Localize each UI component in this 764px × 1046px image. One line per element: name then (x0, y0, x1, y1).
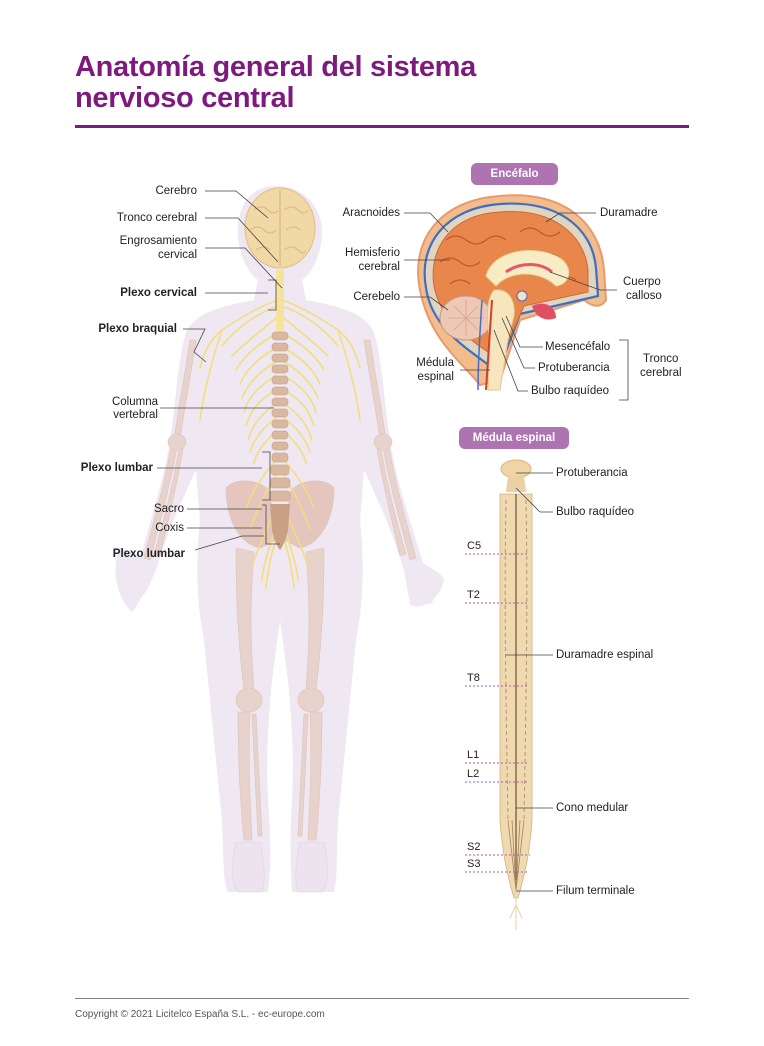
label-sp-filum: Filum terminale (556, 885, 635, 897)
label-cerebro: Cerebro (155, 185, 197, 197)
label-hemisferio: Hemisferio (345, 247, 400, 259)
footer-divider (75, 998, 689, 999)
label-plexo-cervical: Plexo cervical (120, 287, 197, 299)
level-l2: L2 (467, 768, 480, 780)
level-c5: C5 (467, 540, 482, 552)
vertebral-column (269, 270, 291, 550)
label-hemisferio-cerebral: cerebral (358, 261, 400, 273)
label-bulbo-raquideo: Bulbo raquídeo (531, 385, 610, 397)
label-medula-espinal: espinal (417, 371, 454, 383)
level-t2: T2 (467, 589, 480, 601)
label-sp-bulbo: Bulbo raquídeo (556, 506, 635, 518)
label-plexo-lumbar-1: Plexo lumbar (80, 462, 153, 474)
label-engrosamiento: Engrosamiento (119, 235, 197, 247)
label-duramadre: Duramadre (600, 207, 658, 219)
title-line-2: nervioso central (75, 82, 295, 114)
spinal-cord (499, 459, 533, 930)
label-plexo-braquial: Plexo braquial (98, 323, 177, 335)
body-leader-lines (157, 190, 283, 551)
level-s2: S2 (467, 841, 481, 853)
label-sp-cono: Cono medular (556, 802, 629, 814)
title-line-1: Anatomía general del sistema (75, 51, 476, 83)
label-sp-protuberancia: Protuberancia (556, 467, 628, 479)
label-sp-duramadre: Duramadre espinal (556, 649, 654, 661)
copyright-text: Copyright © 2021 Licitelco España S.L. -… (75, 1009, 325, 1020)
label-plexo-lumbar-2: Plexo lumbar (112, 548, 185, 560)
label-cuerpo: Cuerpo (623, 276, 661, 288)
label-protuberancia: Protuberancia (538, 362, 610, 374)
spinal-leader-lines (506, 472, 553, 892)
label-columna-vertebral: vertebral (113, 409, 158, 421)
medula-espinal-badge: Médula espinal (459, 427, 569, 449)
label-coxis: Coxis (155, 522, 184, 534)
label-tronco-cerebral: Tronco cerebral (116, 212, 197, 224)
level-s3: S3 (467, 858, 481, 870)
title-divider (75, 125, 689, 128)
label-tronco-cerebral-group: cerebral (640, 367, 682, 379)
label-sacro: Sacro (153, 503, 184, 515)
brain-sagittal-section (417, 194, 608, 391)
encefalo-badge: Encéfalo (471, 163, 558, 185)
label-cuerpo-calloso: calloso (626, 290, 662, 302)
label-aracnoides: Aracnoides (342, 207, 400, 219)
label-cerebelo: Cerebelo (353, 291, 400, 303)
label-tronco: Tronco (643, 353, 679, 365)
brain-leader-lines (404, 212, 629, 401)
page-title: Anatomía general del sistema nervioso ce… (75, 52, 476, 114)
label-medula: Médula (416, 357, 454, 369)
label-columna: Columna (111, 396, 158, 408)
spinal-level-lines (465, 553, 530, 873)
label-engrosamiento-cervical: cervical (158, 249, 197, 261)
level-t8: T8 (467, 672, 480, 684)
level-l1: L1 (467, 749, 480, 761)
label-mesencefalo: Mesencéfalo (545, 341, 611, 353)
brain-top-view (244, 187, 316, 269)
